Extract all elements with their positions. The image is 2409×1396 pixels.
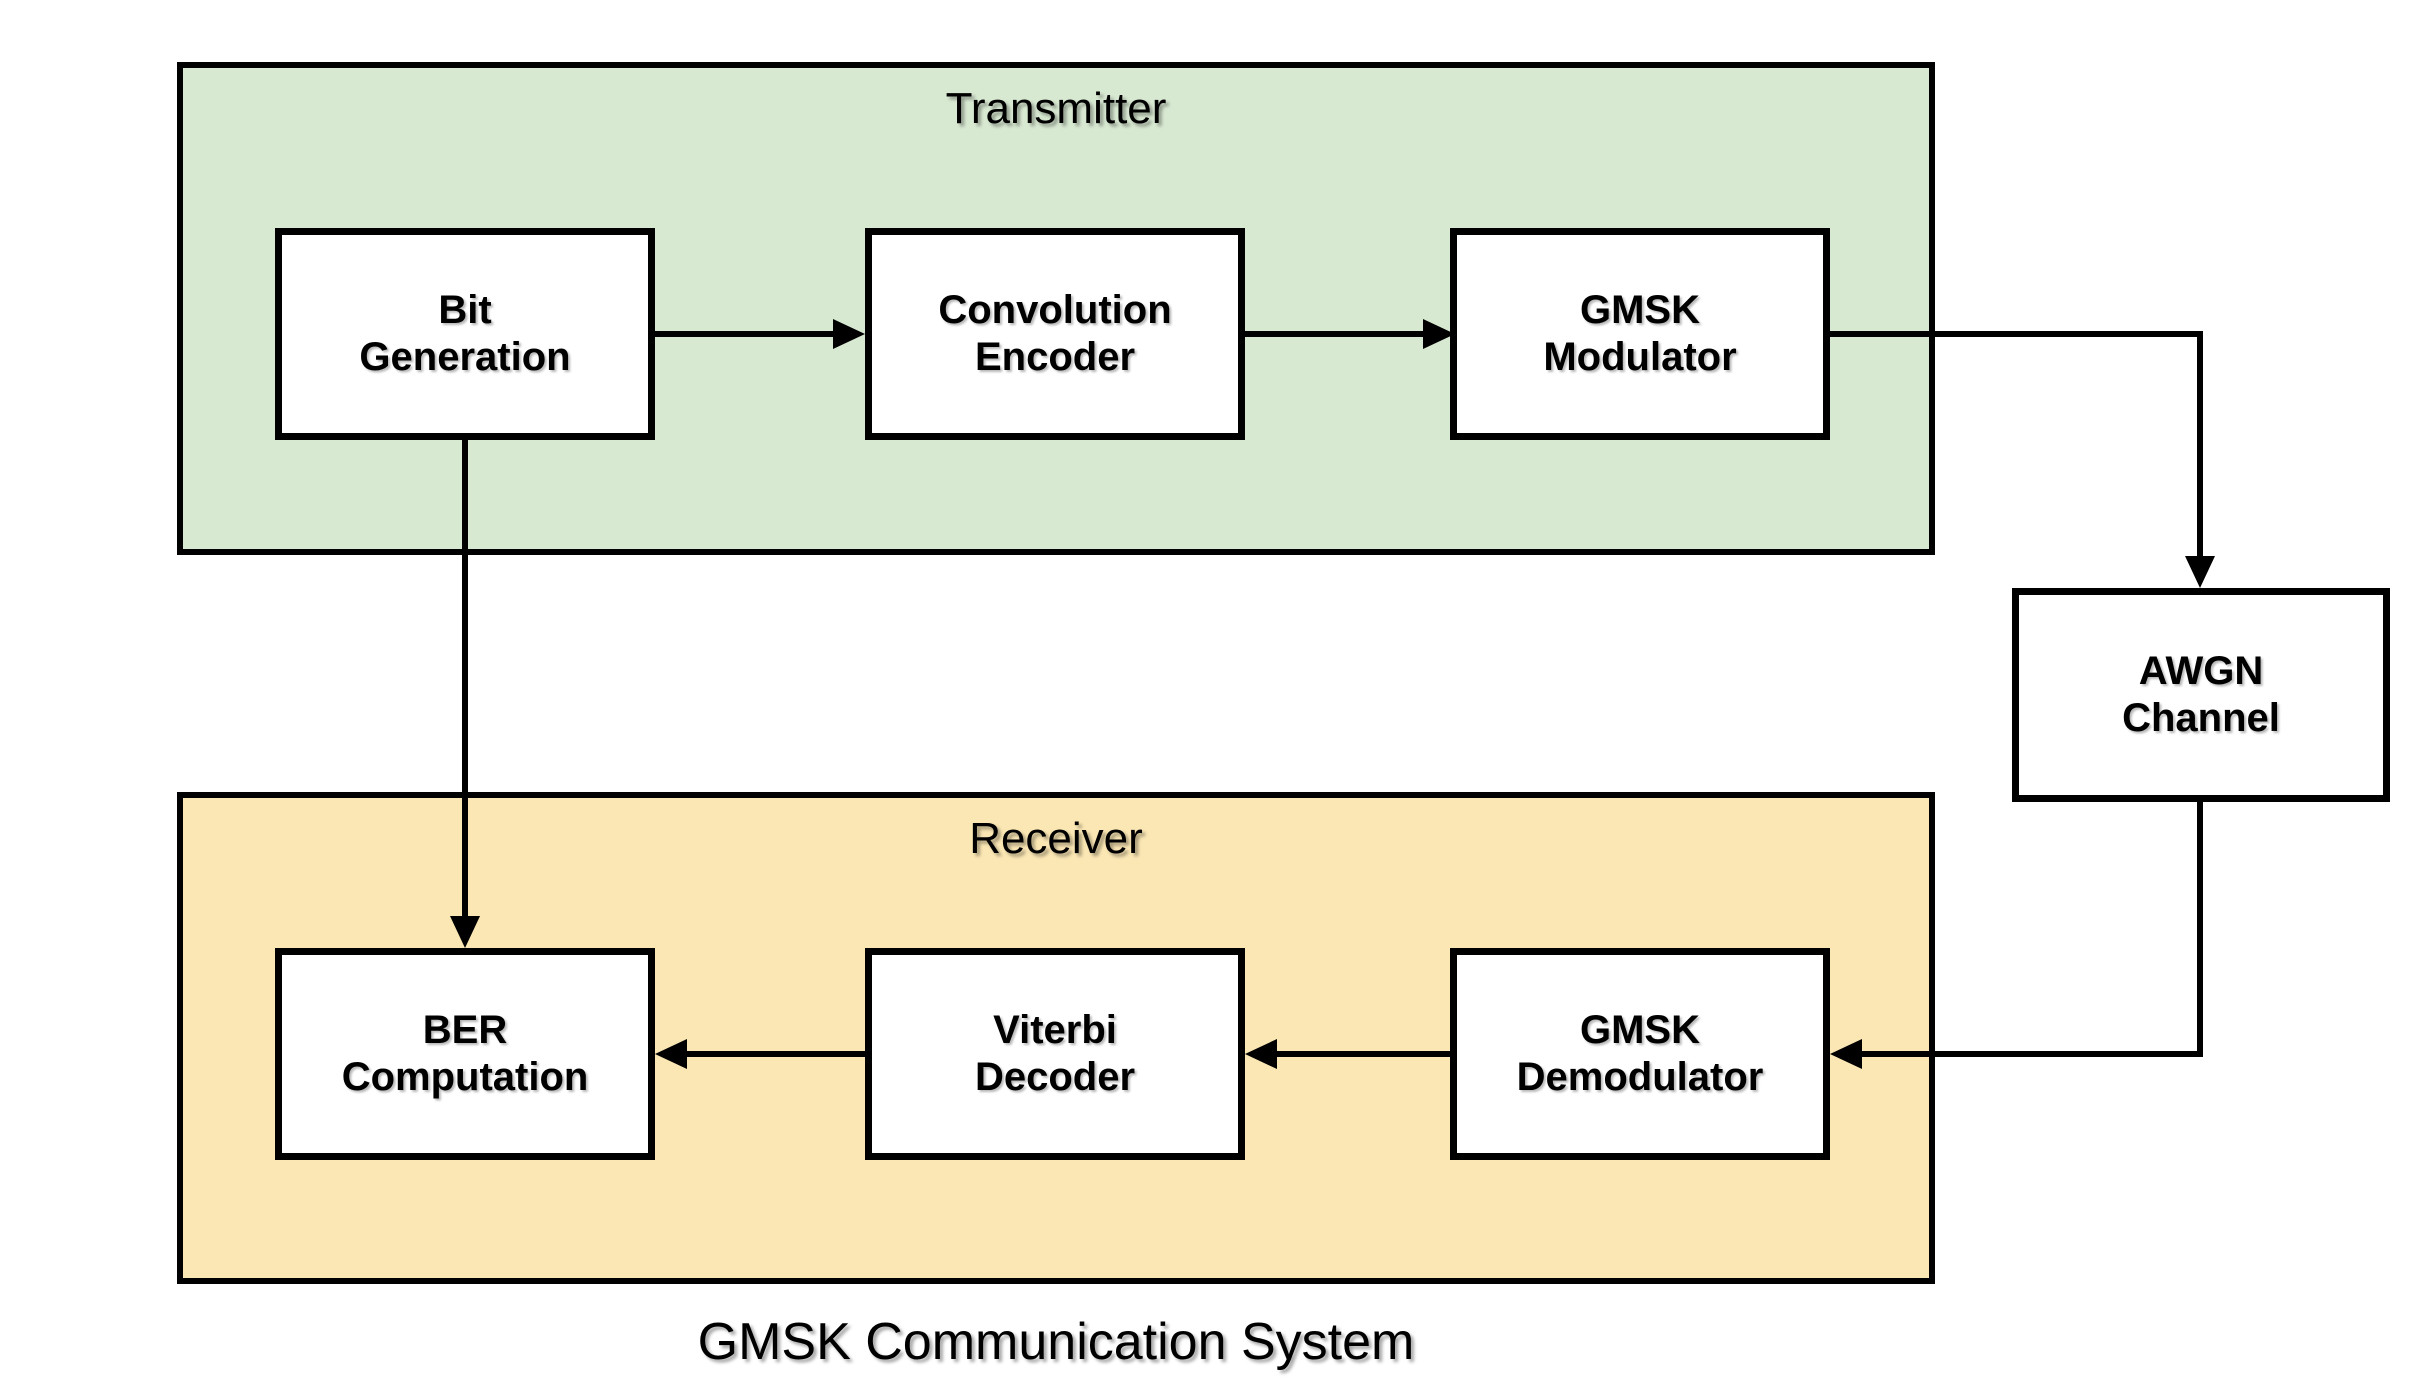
connector-bitgen-convenc <box>655 331 833 337</box>
connector-viterbi-ber <box>687 1051 865 1057</box>
arrowhead-left-icon <box>655 1039 687 1069</box>
connector-awgn-demodulator-horizontal <box>1862 1051 2203 1057</box>
transmitter-label: Transmitter <box>945 84 1167 133</box>
arrowhead-down-icon <box>2185 556 2215 588</box>
connector-demodulator-viterbi <box>1277 1051 1450 1057</box>
diagram-title: GMSK Communication System <box>697 1313 1415 1371</box>
connector-bitgen-ber <box>462 440 468 916</box>
block-ber-computation: BER Computation <box>275 948 655 1160</box>
block-bit-generation: Bit Generation <box>275 228 655 440</box>
arrowhead-right-icon <box>833 319 865 349</box>
receiver-label: Receiver <box>969 814 1143 863</box>
arrowhead-down-icon <box>450 916 480 948</box>
block-gmsk-modulator-label: GMSK Modulator <box>1543 287 1737 379</box>
block-convolution-encoder: Convolution Encoder <box>865 228 1245 440</box>
block-gmsk-modulator: GMSK Modulator <box>1450 228 1830 440</box>
connector-convenc-modulator <box>1245 331 1423 337</box>
block-ber-computation-label: BER Computation <box>341 1007 589 1099</box>
block-viterbi-decoder: Viterbi Decoder <box>865 948 1245 1160</box>
block-bit-generation-label: Bit Generation <box>359 287 571 379</box>
connector-modulator-awgn-horizontal <box>1830 331 2203 337</box>
block-convolution-encoder-label: Convolution Encoder <box>938 287 1172 379</box>
block-awgn-channel: AWGN Channel <box>2012 588 2390 802</box>
block-gmsk-demodulator-label: GMSK Demodulator <box>1516 1007 1764 1099</box>
arrowhead-left-icon <box>1830 1039 1862 1069</box>
block-awgn-channel-label: AWGN Channel <box>2122 648 2280 740</box>
connector-awgn-demodulator-vertical <box>2197 802 2203 1057</box>
arrowhead-left-icon <box>1245 1039 1277 1069</box>
block-gmsk-demodulator: GMSK Demodulator <box>1450 948 1830 1160</box>
block-viterbi-decoder-label: Viterbi Decoder <box>974 1007 1136 1099</box>
arrowhead-right-icon <box>1423 319 1455 349</box>
connector-modulator-awgn-vertical <box>2197 331 2203 556</box>
